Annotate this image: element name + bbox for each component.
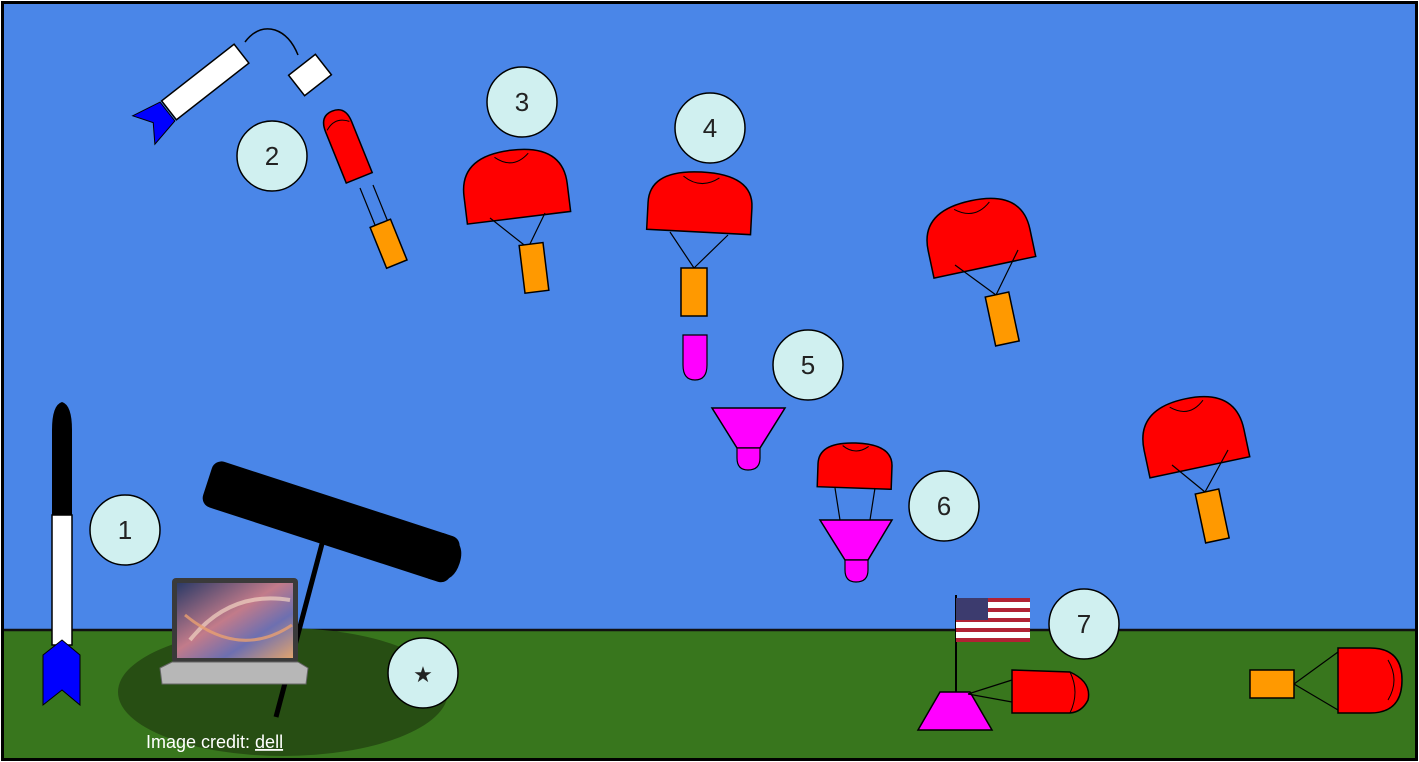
step-5-marker: 5 — [773, 330, 843, 400]
step-2-marker: 2 — [237, 121, 307, 191]
step-4-marker: 4 — [675, 93, 745, 163]
image-credit: Image credit: dell — [146, 732, 283, 752]
image-credit-link[interactable]: dell — [255, 732, 283, 752]
step-3-marker: 3 — [487, 67, 557, 137]
step-7-marker: 7 — [1049, 589, 1119, 659]
svg-text:7: 7 — [1077, 609, 1091, 639]
laptop-icon — [160, 578, 308, 684]
step-1-marker: 1 — [90, 495, 160, 565]
svg-text:3: 3 — [515, 87, 529, 117]
svg-text:1: 1 — [118, 515, 132, 545]
svg-text:★: ★ — [413, 662, 433, 687]
svg-text:5: 5 — [801, 350, 815, 380]
svg-text:2: 2 — [265, 141, 279, 171]
image-credit-prefix: Image credit: — [146, 732, 255, 752]
svg-text:4: 4 — [703, 113, 717, 143]
svg-text:6: 6 — [937, 491, 951, 521]
step-6-marker: 6 — [909, 471, 979, 541]
star-marker: ★ — [388, 638, 458, 708]
